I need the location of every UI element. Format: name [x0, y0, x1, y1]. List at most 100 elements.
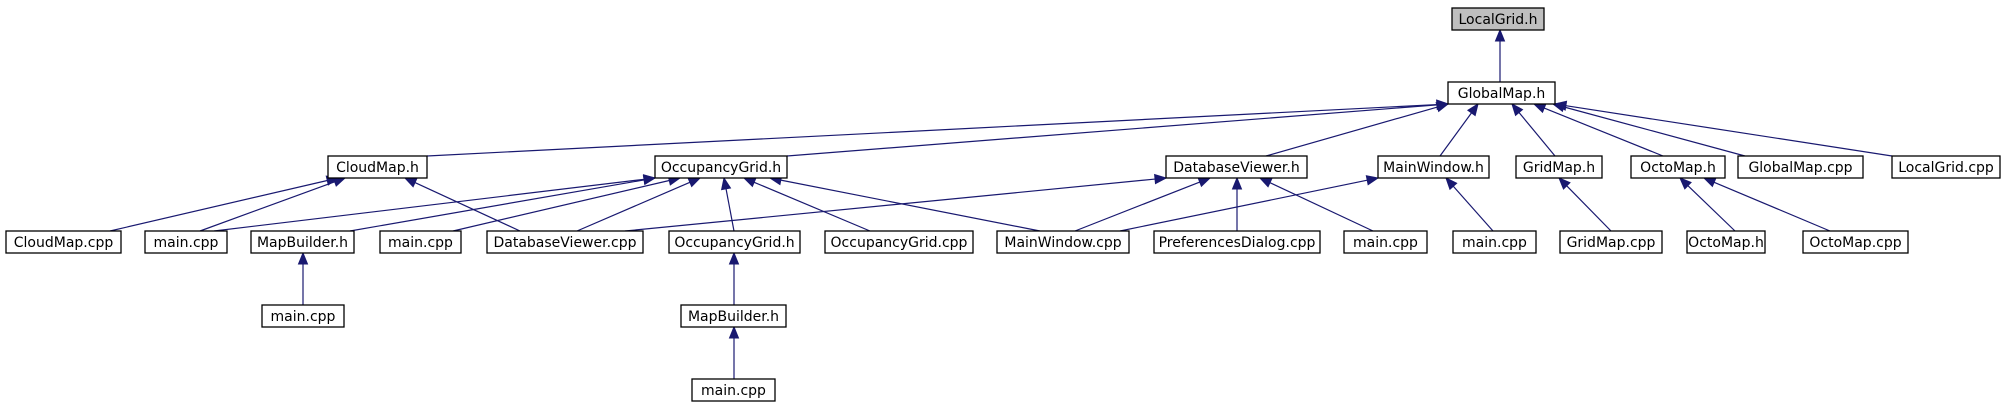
file-node[interactable]: main.cpp: [1452, 230, 1537, 254]
file-node[interactable]: main.cpp: [261, 304, 345, 328]
node-label: CloudMap.h: [336, 160, 419, 176]
file-node[interactable]: OccupancyGrid.h: [654, 155, 788, 179]
file-node[interactable]: OctoMap.h: [1630, 155, 1726, 179]
node-box: [1165, 155, 1308, 179]
edge-line: [624, 178, 1156, 232]
node-box: [1891, 155, 2001, 179]
arrowhead-icon: [1553, 100, 1568, 111]
arrowhead-icon: [728, 251, 740, 265]
file-node[interactable]: main.cpp: [144, 230, 228, 254]
node-box: [261, 304, 345, 328]
dependency-edge: [1511, 102, 1556, 157]
dependency-edge: [1265, 102, 1450, 157]
file-node[interactable]: OctoMap.cpp: [1802, 230, 1909, 254]
edge-line: [576, 181, 691, 232]
arrowhead-icon: [1258, 177, 1273, 188]
arrowhead-icon: [728, 325, 740, 339]
edge-line: [1119, 179, 1368, 232]
file-node[interactable]: OccupancyGrid.h: [668, 230, 801, 254]
edge-line: [1074, 181, 1200, 232]
arrowhead-icon: [1154, 173, 1168, 185]
node-label: OccupancyGrid.h: [674, 235, 794, 251]
node-label: GlobalMap.cpp: [1748, 160, 1852, 176]
arrowhead-icon: [1511, 102, 1524, 117]
node-label: GridMap.cpp: [1567, 235, 1656, 251]
dependency-edge: [199, 177, 347, 232]
node-label: LocalGrid.h: [1459, 12, 1538, 28]
dependency-edge: [1702, 177, 1831, 232]
node-label: OccupancyGrid.h: [661, 160, 781, 176]
dependency-edge: [742, 177, 871, 232]
dependency-edge: [728, 251, 740, 305]
node-box: [144, 230, 228, 254]
node-box: [1153, 230, 1321, 254]
file-node[interactable]: GlobalMap.cpp: [1737, 155, 1864, 179]
node-box: [654, 155, 788, 179]
node-box: [1737, 155, 1864, 179]
node-box: [327, 155, 428, 179]
dependency-edge: [452, 175, 682, 232]
node-box: [668, 230, 801, 254]
file-node[interactable]: MapBuilder.h: [680, 304, 787, 328]
node-label: MainWindow.h: [1383, 160, 1484, 176]
edge-line: [780, 179, 1041, 232]
edge-line: [426, 103, 1438, 157]
file-node[interactable]: MainWindow.h: [1377, 155, 1490, 179]
node-label: GridMap.h: [1523, 160, 1595, 176]
node-box: [996, 230, 1130, 254]
node-label: MapBuilder.h: [257, 235, 348, 251]
dependency-edge: [1679, 177, 1736, 232]
file-node[interactable]: MainWindow.cpp: [996, 230, 1130, 254]
node-box: [1452, 230, 1537, 254]
file-node[interactable]: OccupancyGrid.cpp: [824, 230, 974, 254]
node-box: [486, 230, 644, 254]
file-node[interactable]: GlobalMap.h: [1447, 81, 1556, 105]
dependency-edge: [720, 176, 735, 232]
file-node[interactable]: OctoMap.h: [1686, 230, 1766, 254]
arrowhead-icon: [687, 177, 702, 188]
dependency-edge: [1553, 100, 1893, 157]
file-node[interactable]: PreferencesDialog.cpp: [1153, 230, 1321, 254]
edge-line: [414, 182, 521, 232]
root-node[interactable]: LocalGrid.h: [1451, 7, 1545, 31]
dependency-edge: [728, 325, 740, 379]
file-node[interactable]: main.cpp: [691, 378, 776, 402]
node-label: main.cpp: [701, 383, 766, 399]
dependency-edge: [297, 251, 309, 305]
file-node[interactable]: LocalGrid.cpp: [1891, 155, 2001, 179]
node-box: [1343, 230, 1428, 254]
file-node[interactable]: DatabaseViewer.cpp: [486, 230, 644, 254]
dependency-edge: [1445, 177, 1494, 232]
file-node[interactable]: GridMap.h: [1515, 155, 1603, 179]
file-node[interactable]: CloudMap.h: [327, 155, 428, 179]
node-label: main.cpp: [1462, 235, 1527, 251]
arrowhead-icon: [332, 177, 347, 187]
node-box: [824, 230, 974, 254]
node-label: GlobalMap.h: [1458, 86, 1546, 102]
node-label: DatabaseViewer.cpp: [493, 235, 636, 251]
node-box: [1447, 81, 1556, 105]
node-label: OctoMap.h: [1640, 160, 1716, 176]
node-box: [1630, 155, 1726, 179]
file-node[interactable]: main.cpp: [1343, 230, 1428, 254]
edge-layer: [109, 28, 1893, 379]
file-node[interactable]: MapBuilder.h: [250, 230, 355, 254]
node-label: main.cpp: [1353, 235, 1418, 251]
file-node[interactable]: main.cpp: [379, 230, 462, 254]
node-box: [1802, 230, 1909, 254]
node-box: [1451, 7, 1545, 31]
edge-line: [725, 188, 735, 232]
file-node[interactable]: DatabaseViewer.h: [1165, 155, 1308, 179]
node-label: MainWindow.cpp: [1004, 235, 1121, 251]
arrowhead-icon: [742, 177, 757, 188]
edge-line: [753, 181, 871, 232]
file-node[interactable]: CloudMap.cpp: [5, 230, 122, 254]
edge-line: [1566, 185, 1612, 232]
node-label: MapBuilder.h: [688, 309, 779, 325]
edge-line: [786, 104, 1438, 157]
node-box: [379, 230, 462, 254]
dependency-edge: [1439, 102, 1479, 157]
file-node[interactable]: GridMap.cpp: [1559, 230, 1663, 254]
node-box: [1515, 155, 1603, 179]
